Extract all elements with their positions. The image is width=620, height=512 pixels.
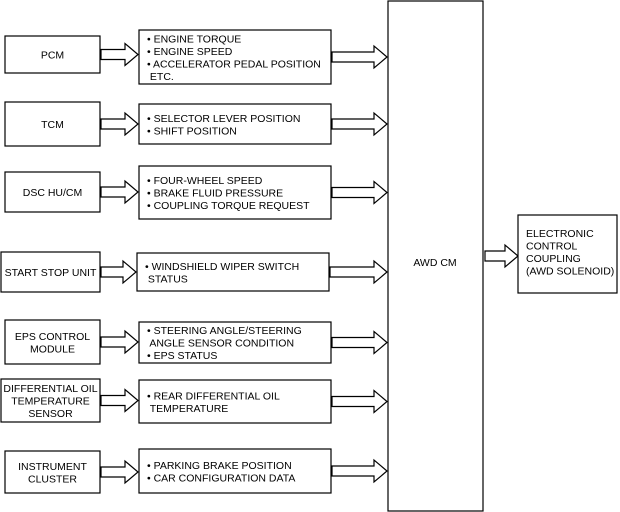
signal-list: • SELECTOR LEVER POSITION• SHIFT POSITIO… (147, 113, 300, 138)
source-to-signal-arrow (100, 459, 139, 485)
source-label-line: EPS CONTROL (15, 331, 90, 343)
source-to-signal-arrow (100, 111, 139, 137)
source-to-signal-arrow (100, 42, 139, 67)
signal-line: ANGLE SENSOR CONDITION (147, 338, 294, 350)
source-label: TCM (41, 119, 64, 131)
signal-box (138, 165, 332, 220)
input-row: TCM • SELECTOR LEVER POSITION• SHIFT POSI… (4, 101, 388, 147)
source-box (4, 101, 101, 147)
source-box (0, 378, 101, 423)
signal-list: • REAR DIFFERENTIAL OIL TEMPERATURE (147, 390, 280, 415)
source-to-signal-arrow (100, 388, 139, 413)
signal-line: • BRAKE FLUID PRESSURE (147, 188, 283, 200)
signal-box (136, 252, 330, 292)
source-label-line: PCM (41, 50, 64, 62)
source-box (4, 319, 101, 365)
signal-to-awd-cm-arrow (331, 44, 388, 70)
signal-line: • WINDSHIELD WIPER SWITCH (145, 261, 299, 273)
source-to-signal-arrow (100, 329, 139, 355)
signal-line: STATUS (145, 273, 188, 285)
source-box (4, 35, 101, 74)
signal-to-awd-cm-arrow (331, 458, 388, 484)
signal-line: • FOUR-WHEEL SPEED (147, 175, 263, 187)
signal-box (138, 448, 332, 494)
signal-line: • ACCELERATOR PEDAL POSITION (147, 58, 321, 70)
source-box (4, 171, 101, 213)
signal-to-awd-cm-arrow (329, 259, 388, 285)
signal-line: • COUPLING TORQUE REQUEST (147, 200, 310, 212)
signal-list: • FOUR-WHEEL SPEED• BRAKE FLUID PRESSURE… (147, 175, 310, 212)
source-to-signal-arrow (100, 179, 139, 205)
source-to-signal-arrow (100, 259, 137, 285)
source-label-line: SENSOR (28, 408, 73, 420)
source-label: START STOP UNIT (5, 267, 97, 279)
output-label-line: COUPLING (526, 253, 581, 265)
signal-line: • REAR DIFFERENTIAL OIL (147, 390, 280, 402)
electronic-control-coupling-box (517, 214, 618, 294)
source-label: DSC HU/CM (23, 187, 83, 199)
source-box (4, 450, 101, 494)
source-label-line: CLUSTER (28, 473, 77, 485)
signal-line: • ENGINE TORQUE (147, 33, 241, 45)
output-label-line: CONTROL (526, 241, 577, 253)
signal-to-awd-cm-arrow (331, 180, 388, 205)
signal-to-awd-cm-arrow (331, 389, 388, 414)
source-label: PCM (41, 50, 64, 62)
source-label-line: DIFFERENTIAL OIL (3, 383, 97, 395)
signal-box (138, 103, 332, 145)
signal-line: • PARKING BRAKE POSITION (147, 460, 292, 472)
signal-line: ETC. (147, 71, 174, 83)
output-label-line: ELECTRONIC (526, 228, 594, 240)
signal-line: • CAR CONFIGURATION DATA (147, 472, 295, 484)
source-box (0, 251, 101, 293)
signal-list: • ENGINE TORQUE• ENGINE SPEED• ACCELERAT… (147, 33, 321, 83)
output-arrow (484, 243, 519, 269)
input-row: DSC HU/CM • FOUR-WHEEL SPEED• BRAKE FLUID… (4, 165, 388, 220)
signal-box (138, 29, 332, 85)
source-label-line: START STOP UNIT (5, 267, 97, 279)
signal-to-awd-cm-arrow (331, 330, 388, 355)
signal-line: • SELECTOR LEVER POSITION (147, 113, 300, 125)
source-label-line: TEMPERATURE (11, 396, 90, 408)
signal-box (138, 321, 332, 364)
output-label-line: (AWD SOLENOID) (526, 266, 614, 278)
source-label-line: TCM (41, 119, 64, 131)
input-row: START STOP UNIT • WINDSHIELD WIPER SWITCH… (0, 251, 388, 293)
signal-line: • SHIFT POSITION (147, 125, 237, 137)
signal-box (138, 379, 332, 424)
awd-cm-box (387, 0, 484, 512)
source-label-line: DSC HU/CM (23, 187, 83, 199)
signal-line: TEMPERATURE (147, 403, 228, 415)
signal-line: • ENGINE SPEED (147, 46, 233, 58)
signal-list: • PARKING BRAKE POSITION• CAR CONFIGURAT… (147, 460, 295, 485)
awd-cm-label: AWD CM (413, 257, 456, 269)
signal-to-awd-cm-arrow (331, 111, 388, 137)
signal-list: • STEERING ANGLE/STEERING ANGLE SENSOR C… (147, 325, 302, 362)
signal-line: • STEERING ANGLE/STEERING (147, 325, 302, 337)
input-row: PCM • ENGINE TORQUE• ENGINE SPEED• ACCELE… (4, 29, 388, 85)
source-label-line: MODULE (30, 343, 75, 355)
signal-line: • EPS STATUS (147, 350, 217, 362)
source-label-line: INSTRUMENT (18, 461, 87, 473)
signal-list: • WINDSHIELD WIPER SWITCH STATUS (145, 261, 299, 286)
